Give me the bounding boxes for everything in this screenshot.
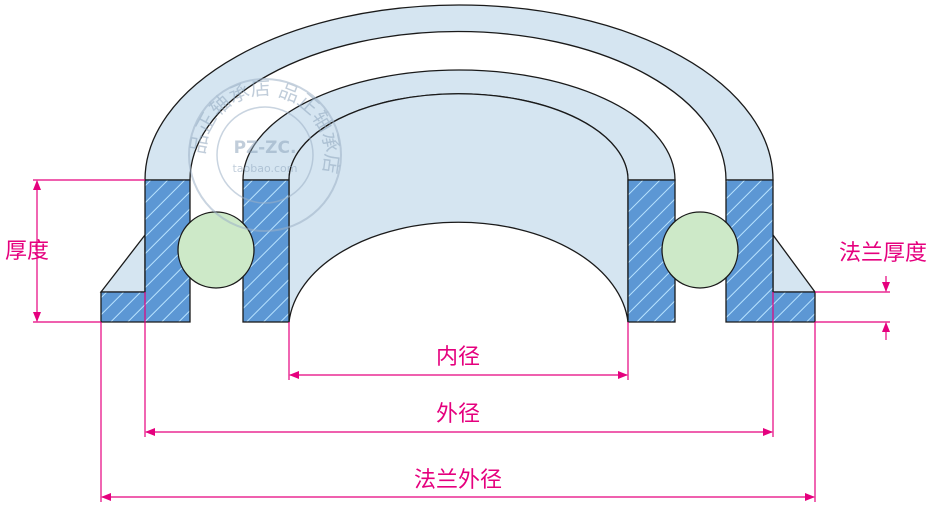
ball-right [661, 211, 739, 289]
flange-thickness-label: 法兰厚度 [839, 241, 927, 266]
watermark-center-text: PZ-ZC. [234, 138, 297, 158]
flange-outer-diameter-label: 法兰外径 [414, 468, 502, 493]
dimension-arrows [33, 180, 890, 501]
flange-slope-left [99, 233, 146, 293]
bore-arch [288, 93, 629, 323]
watermark-sub-text: taobao.com [232, 162, 297, 175]
ball-left [177, 211, 255, 289]
flange-slope-right [772, 233, 817, 293]
dimension-lines [33, 179, 890, 502]
outer-ring-section-right [725, 179, 816, 323]
inner-diameter-label: 内径 [436, 345, 480, 370]
outer-diameter-label: 外径 [436, 402, 480, 427]
outer-ring-arch [144, 4, 774, 181]
thickness-label: 厚度 [5, 239, 49, 264]
